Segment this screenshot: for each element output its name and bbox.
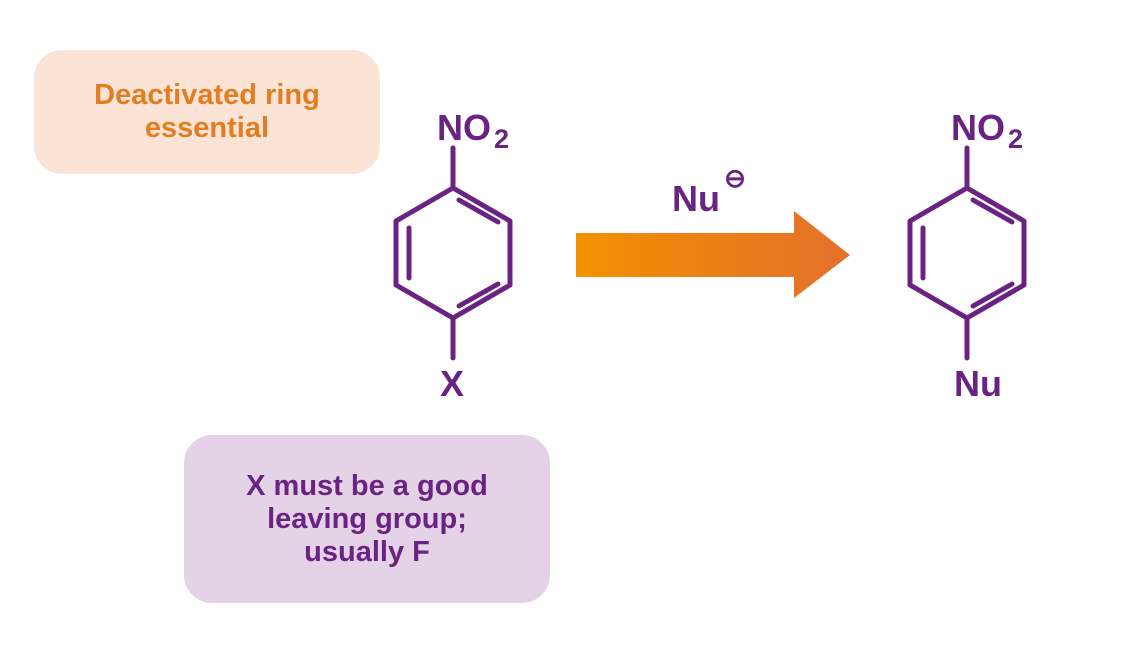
product-nucleophile-group: Nu: [954, 363, 1002, 404]
nucleophile-label: Nu: [672, 178, 720, 219]
product-benzene-ring: [907, 145, 1027, 361]
note-line: leaving group;: [267, 502, 467, 535]
note-line: usually F: [304, 535, 430, 568]
deactivated-ring-note: Deactivated ring essential: [34, 50, 380, 174]
note-line: Deactivated ring: [94, 79, 320, 111]
leaving-group-note: X must be a good leaving group; usually …: [184, 435, 550, 603]
negative-charge-icon: ⊖: [724, 163, 746, 193]
reactant-leaving-group-x: X: [440, 363, 464, 404]
reactant-benzene-ring: [393, 145, 513, 361]
note-line: X must be a good: [246, 469, 488, 502]
note-line: essential: [144, 112, 270, 144]
reaction-arrow: [576, 211, 850, 298]
